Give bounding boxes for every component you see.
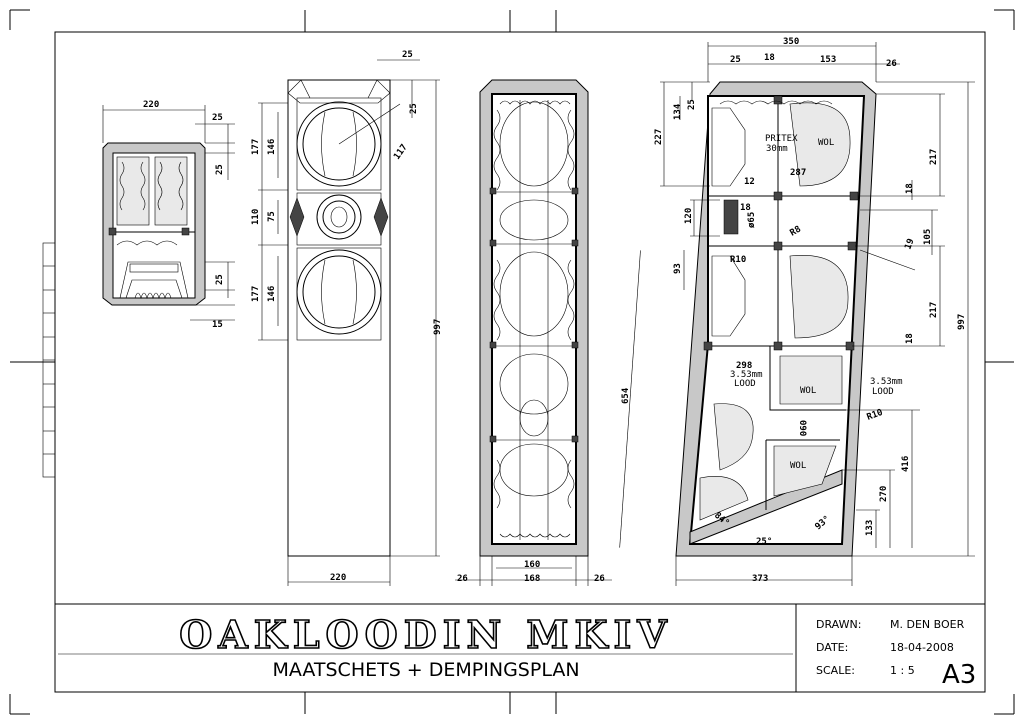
date-value: 18-04-2008 — [890, 641, 954, 654]
sheet-frame — [9, 9, 1015, 715]
project-title: OAKLOODIN MKIV — [178, 611, 673, 658]
dim-side-height: 997 — [957, 314, 967, 330]
dim-front-146-bottom: 146 — [267, 286, 277, 302]
dim-front-177-top: 177 — [251, 139, 261, 155]
front-view: 177 146 110 75 177 146 25 25 117 997 220 — [251, 50, 443, 586]
drawn-label: DRAWN: — [816, 618, 862, 631]
dim-front-146-top: 146 — [267, 139, 277, 155]
dim-side-287: 287 — [790, 168, 806, 178]
dim-section-wall-left: 26 — [457, 574, 468, 584]
dim-side-120: 120 — [684, 208, 694, 224]
label-lood-1: LOOD — [734, 379, 756, 389]
dim-front-25-a: 25 — [402, 50, 413, 60]
scale-value: 1 : 5 — [890, 664, 915, 677]
label-wol-2: WOL — [800, 386, 816, 396]
dim-side-25-left: 25 — [687, 99, 697, 110]
dim-front-110: 110 — [251, 209, 261, 225]
dim-side-18-mid: 18 — [740, 203, 751, 213]
dim-side-227: 227 — [654, 129, 664, 145]
dim-top-wall: 25 — [212, 113, 223, 123]
dim-side-153: 153 — [820, 55, 836, 65]
dim-section-wall-right: 26 — [594, 574, 605, 584]
scale-label: SCALE: — [816, 664, 855, 677]
dim-side-19: 19 — [903, 237, 916, 251]
dim-side-654: 654 — [621, 387, 631, 404]
label-lood-2: LOOD — [872, 387, 894, 397]
drawing-subtitle: MAATSCHETS + DEMPINGSPLAN — [272, 659, 580, 681]
dim-front-177-bottom: 177 — [251, 286, 261, 302]
dim-top-depth-2: 25 — [215, 274, 225, 285]
dim-front-75: 75 — [267, 211, 277, 222]
dim-section-inner: 160 — [524, 560, 540, 570]
label-pritex-size: 30mm — [766, 144, 788, 154]
dim-side-217-mid: 217 — [929, 302, 939, 318]
dim-top-bottom: 15 — [212, 320, 223, 330]
top-view: 220 25 25 25 15 — [102, 100, 235, 330]
dim-front-height: 997 — [433, 319, 443, 335]
dim-side-r8: R8 — [789, 225, 803, 239]
dim-section-outer: 168 — [524, 574, 540, 584]
dim-side-18-top: 18 — [764, 53, 775, 63]
dim-front-117: 117 — [392, 143, 410, 162]
drawn-value: M. DEN BOER — [890, 618, 965, 631]
dim-side-25-top: 25 — [730, 55, 741, 65]
label-wol-3: WOL — [790, 461, 806, 471]
dim-side-416: 416 — [901, 456, 911, 472]
date-label: DATE: — [816, 641, 849, 654]
sheet-size: A3 — [942, 660, 977, 690]
dim-front-25-b: 25 — [409, 103, 419, 114]
section-view: 160 168 26 26 — [455, 79, 612, 586]
dim-side-373: 373 — [752, 574, 768, 584]
title-block-frame — [55, 603, 985, 692]
label-pritex: PRITEX — [765, 134, 798, 144]
dim-front-width: 220 — [330, 573, 346, 583]
title-block: OAKLOODIN MKIV MAATSCHETS + DEMPINGSPLAN… — [58, 604, 984, 692]
dim-side-105: 105 — [923, 229, 933, 245]
dim-side-133: 133 — [865, 520, 875, 536]
dim-side-93: 93 — [673, 263, 683, 274]
label-lood-1-size: 3.53mm — [730, 370, 763, 380]
dim-side-350: 350 — [783, 37, 799, 47]
dim-side-25deg: 25° — [756, 537, 772, 547]
dim-side-134: 134 — [673, 103, 683, 120]
dim-side-270: 270 — [879, 486, 889, 502]
dim-top-depth-1: 25 — [215, 164, 225, 175]
dim-side-r10-a: R10 — [730, 255, 746, 265]
side-view: PRITEX 30mm WOL WOL WOL 3.53mm LOOD 3.53… — [619, 37, 975, 586]
dim-side-090: 090 — [797, 420, 807, 436]
label-lood-2-size: 3.53mm — [870, 377, 903, 387]
dim-side-298: 298 — [736, 361, 752, 371]
dim-side-18-right: 18 — [905, 183, 915, 194]
dim-side-diameter: ø65 — [747, 212, 757, 228]
dim-side-217-top: 217 — [929, 149, 939, 165]
label-wol-1: WOL — [818, 138, 834, 148]
dim-side-12: 12 — [744, 177, 755, 187]
dim-top-width: 220 — [143, 100, 159, 110]
dim-side-26: 26 — [886, 59, 897, 69]
dim-side-18-lower: 18 — [905, 333, 915, 344]
